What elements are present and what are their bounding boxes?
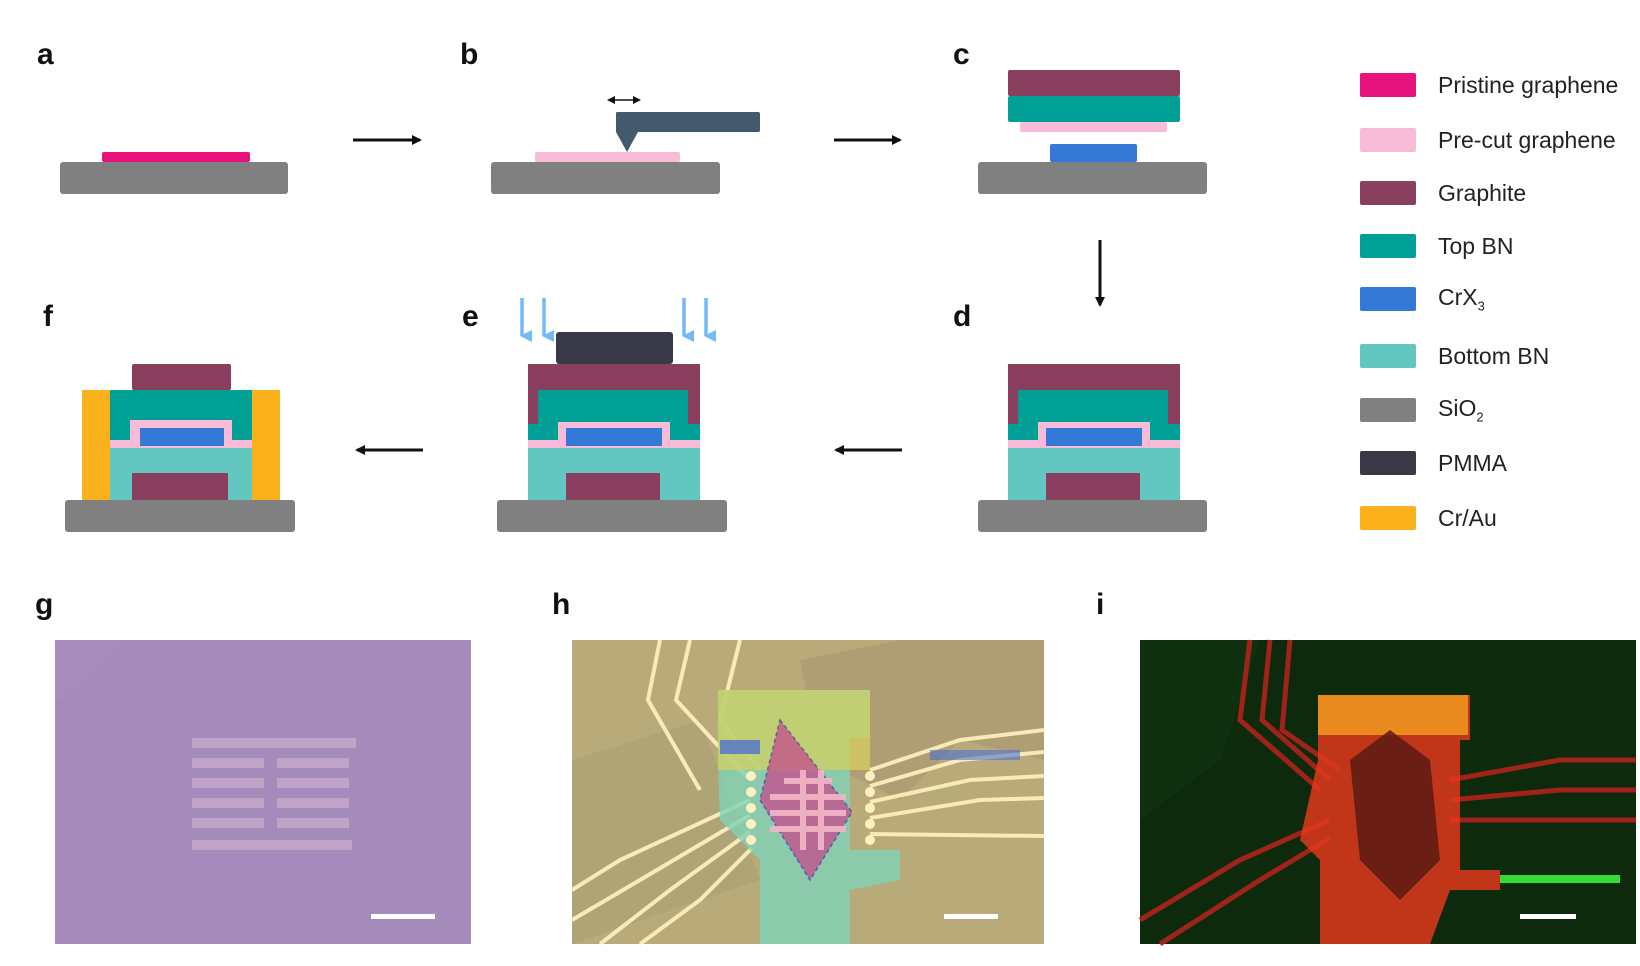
panel-label-g: g	[35, 588, 54, 621]
legend-label: Bottom BN	[1438, 342, 1550, 369]
legend-item-graphite: Graphite	[1360, 178, 1526, 208]
sio2-substrate	[978, 500, 1207, 532]
panel-label-e: e	[462, 300, 479, 333]
panel-e-diagram	[497, 298, 727, 532]
legend-item-bottom_bn: Bottom BN	[1360, 341, 1549, 371]
legend-label-subscript: 3	[1477, 298, 1485, 314]
bottom-bn-cover	[1008, 448, 1046, 500]
bottom-graphite-gate	[566, 473, 660, 500]
hall-bar	[770, 770, 846, 850]
panel-b-diagram	[491, 96, 760, 194]
panel-label-h: h	[552, 588, 571, 621]
panel-label-d: d	[953, 300, 972, 333]
panel-label-b: b	[460, 38, 479, 71]
legend-swatch	[1360, 128, 1416, 152]
legend-swatch	[1360, 181, 1416, 205]
crx3-layer	[1050, 144, 1137, 162]
legend-item-sio2: SiO2	[1360, 395, 1484, 425]
leads	[1138, 639, 1636, 947]
bottom-graphite-gate	[1046, 473, 1140, 500]
sio2-substrate	[978, 162, 1207, 194]
top-graphite-gate	[132, 364, 231, 390]
legend-label: Pre-cut graphene	[1438, 126, 1616, 153]
graphite-layer	[1008, 70, 1180, 96]
crx3-layer	[1046, 428, 1142, 446]
legend-swatch	[1360, 287, 1416, 311]
precut-graphene-layer	[1020, 122, 1167, 132]
top-bn-layer	[1008, 96, 1180, 122]
panel-label-i: i	[1096, 588, 1105, 621]
legend-label: Top BN	[1438, 232, 1514, 259]
legend-swatch	[1360, 234, 1416, 258]
crx3-layer	[566, 428, 662, 446]
legend-swatch	[1360, 398, 1416, 422]
legend-item-pristine_graphene: Pristine graphene	[1360, 70, 1618, 100]
bottom-graphite-gate	[132, 473, 228, 500]
panel-label-a: a	[37, 38, 54, 71]
precut-graphene-layer	[535, 152, 680, 162]
scale-bar	[1520, 914, 1576, 919]
legend-label: Cr/Au	[1438, 504, 1497, 531]
legend-swatch	[1360, 73, 1416, 97]
cr-au-contact-right	[252, 390, 280, 500]
panel-d-diagram	[978, 364, 1207, 532]
precut-graphene-strips	[192, 738, 356, 850]
legend-item-pmma: PMMA	[1360, 448, 1507, 478]
panel-f-diagram	[65, 364, 295, 532]
sio2-substrate	[65, 500, 295, 532]
pmma-mask	[556, 332, 673, 364]
scale-bar	[944, 914, 998, 919]
afm-tip	[616, 112, 638, 152]
legend-label: Pristine graphene	[1438, 71, 1619, 98]
micrograph-i	[1138, 639, 1636, 947]
sio2-substrate	[60, 162, 288, 194]
crx3-layer	[140, 428, 224, 446]
contact-pads	[746, 771, 875, 845]
legend-label: CrX3	[1438, 284, 1485, 314]
legend-item-top_bn: Top BN	[1360, 231, 1513, 261]
sio2-substrate	[497, 500, 727, 532]
sio2-substrate	[491, 162, 720, 194]
legend-label: PMMA	[1438, 449, 1507, 476]
scale-bar	[371, 914, 435, 919]
legend-label-subscript: 2	[1476, 409, 1484, 425]
legend-label: Graphite	[1438, 179, 1527, 206]
legend-swatch	[1360, 506, 1416, 530]
cr-au-contact-left	[82, 390, 110, 500]
micrograph-g	[55, 640, 471, 944]
legend-item-cr_au: Cr/Au	[1360, 503, 1497, 533]
legend-item-crx3: CrX3	[1360, 284, 1485, 314]
legend-swatch	[1360, 344, 1416, 368]
legend-label: SiO2	[1438, 395, 1484, 425]
pristine-graphene-layer	[102, 152, 250, 162]
micrograph-h	[570, 639, 1045, 946]
legend-item-precut_graphene: Pre-cut graphene	[1360, 125, 1616, 155]
panel-c-diagram	[978, 70, 1207, 194]
legend-swatch	[1360, 451, 1416, 475]
afm-tip-arm	[616, 112, 760, 132]
panel-label-c: c	[953, 38, 970, 71]
gold-leads	[570, 639, 1045, 946]
bottom-bn-cover-right	[1140, 448, 1180, 500]
panel-a-diagram	[60, 152, 288, 194]
graphene-region	[1350, 730, 1440, 900]
panel-label-f: f	[43, 300, 53, 333]
